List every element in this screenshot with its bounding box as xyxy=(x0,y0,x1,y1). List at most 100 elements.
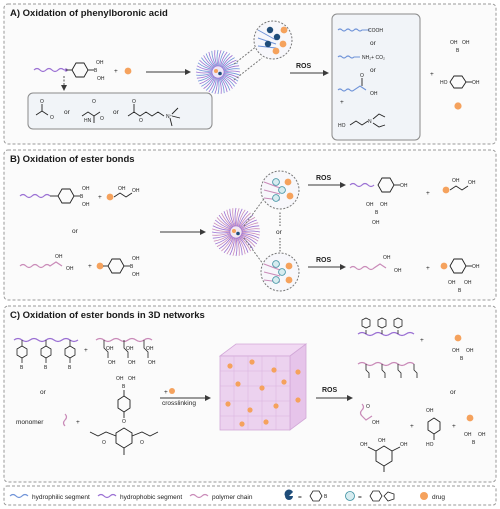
oh-label-c8: OH xyxy=(478,432,486,438)
crosslinker-molecule: OH B OH O O O xyxy=(89,376,159,455)
or-label-a4: or xyxy=(370,67,377,74)
micelle-chain xyxy=(236,237,240,256)
micelle-chain xyxy=(220,76,231,91)
pendant-diol-oh: OH xyxy=(148,360,156,366)
cube-drug-dot xyxy=(247,407,253,413)
o-label-c1: O xyxy=(122,419,126,425)
linker-options-box xyxy=(27,92,213,130)
micelle-chain xyxy=(214,77,218,94)
micelle-chain xyxy=(241,225,260,231)
micelle-chain xyxy=(221,55,233,68)
legend-pba-b: B xyxy=(324,494,328,500)
micelle-chain xyxy=(238,210,249,227)
micelle-chain xyxy=(240,235,256,247)
micelle-chain xyxy=(239,214,254,228)
legend-equals-1: = xyxy=(298,494,302,501)
micelle-chain xyxy=(208,51,216,67)
drug-dot xyxy=(124,67,132,75)
micelle-chain xyxy=(197,74,213,82)
panel-c-title: C) Oxidation of ester bonds in 3D networ… xyxy=(10,310,205,321)
b-label-c3: B xyxy=(472,440,476,446)
legend-polymer-swatch xyxy=(189,493,209,499)
pendant-diol-bond xyxy=(123,340,129,358)
micelle-chain xyxy=(241,228,260,232)
micelle-b xyxy=(211,207,261,257)
micelle-chain xyxy=(216,235,232,247)
micelle-chain xyxy=(232,237,236,256)
drug-dot-a-product xyxy=(454,102,462,110)
oh-label-b6: OH xyxy=(66,266,74,272)
pendant-diol-oh: OH xyxy=(146,346,154,352)
micelle-chain xyxy=(196,72,213,76)
oh-label-c4: OH xyxy=(466,348,474,354)
monomer-label: monomer xyxy=(16,419,44,426)
micelle-chain xyxy=(223,74,239,82)
micelle-chain xyxy=(199,59,214,70)
amine-chain xyxy=(337,55,360,59)
oh-label-c10: OH xyxy=(400,442,408,448)
cube-drugs xyxy=(225,359,301,427)
phenol-chain-b xyxy=(349,182,375,188)
diol-backbone-c2 xyxy=(357,361,415,367)
micelle-chain xyxy=(240,219,257,230)
micelle-chain xyxy=(237,208,243,227)
cube-drug-dot xyxy=(295,397,301,403)
ho-label-2: HO xyxy=(440,80,448,86)
or-label-b1: or xyxy=(72,228,79,235)
micelle-core xyxy=(229,225,243,239)
or-label-c1: or xyxy=(40,389,47,396)
zoom-line-b1 xyxy=(243,195,267,227)
o-label-c3: O xyxy=(140,440,144,446)
triol-product: OH OH OH xyxy=(360,438,408,472)
b-label-b1: B xyxy=(80,194,84,200)
micelle-chain xyxy=(219,77,225,94)
legend-ester-ring xyxy=(383,491,395,502)
pendant-phenols xyxy=(361,317,403,334)
boron-label: B xyxy=(94,68,98,74)
drug-dot-b2 xyxy=(96,262,104,270)
or-label-a1: or xyxy=(64,109,71,116)
zoom-content-a xyxy=(257,26,288,55)
cube-drug-dot xyxy=(227,363,233,369)
oh-label-b8: OH xyxy=(132,272,140,278)
o-label-c4: O xyxy=(366,404,370,410)
cube-grid xyxy=(220,356,290,430)
zoom-line-a2 xyxy=(233,57,263,81)
micelle-chain xyxy=(218,50,222,67)
micelle-chain xyxy=(222,57,235,69)
plus-sign-a3: + xyxy=(430,71,434,78)
legend-drug-label: drug xyxy=(432,494,445,501)
micelle-chain xyxy=(212,232,231,236)
pendant-diol-oh: OH xyxy=(108,360,116,366)
phenylboronic-acid: B OH OH xyxy=(66,60,105,82)
panel-a: A) Oxidation of phenylboronic acid B OH … xyxy=(3,3,497,145)
micelle-chain xyxy=(212,225,231,231)
micelle-chain xyxy=(201,57,214,69)
micelle-chain xyxy=(241,222,259,231)
oh-label-b9: OH xyxy=(400,183,408,189)
micelle-chain xyxy=(215,234,232,245)
micelle-chain xyxy=(203,55,215,68)
micelle-a xyxy=(195,49,241,95)
cube-drug-dot xyxy=(239,421,245,427)
cooh-chain xyxy=(337,28,370,32)
plus-sign-b4: + xyxy=(426,265,430,272)
panel-b: B) Oxidation of ester bonds B OH OH + OH… xyxy=(3,149,497,301)
pendant-diol-bond xyxy=(397,364,402,378)
micelle-chain xyxy=(217,77,220,95)
micelle-chain xyxy=(197,62,213,70)
micelle-chain xyxy=(237,237,246,255)
monomer-chain xyxy=(62,413,68,427)
oh-label-c2: OH xyxy=(128,376,136,382)
cube-drug-dot xyxy=(281,379,287,385)
drug-dot-c3 xyxy=(466,414,474,422)
or-label-b2: or xyxy=(276,229,283,236)
phenylboronic-b: B OH OH xyxy=(50,186,90,208)
diol-chain-b xyxy=(19,261,63,269)
legend-hydrophobic-swatch xyxy=(97,493,117,499)
micelle-chain xyxy=(232,208,236,227)
micelle-chain xyxy=(234,207,237,227)
o-label-c2: O xyxy=(102,440,106,446)
